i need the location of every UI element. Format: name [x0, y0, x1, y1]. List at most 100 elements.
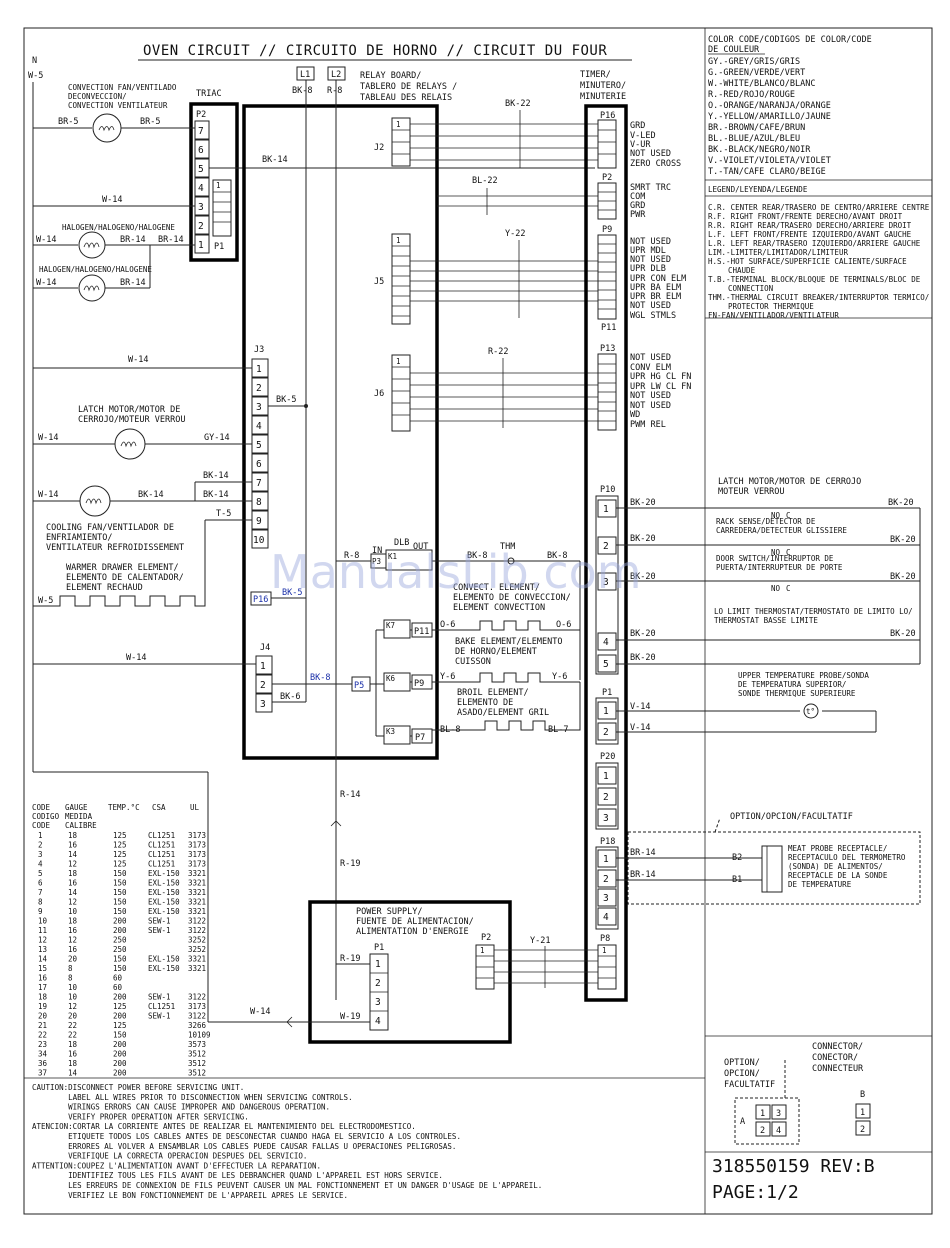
table-cell: 15	[38, 964, 47, 973]
pin-function-label: NOT USED	[630, 237, 671, 247]
temperature-probe-icon	[803, 703, 819, 719]
latch-switch-label: MOTEUR VERROU	[718, 487, 785, 497]
k3-label: K3	[386, 727, 395, 736]
table-subheader: CODIGO	[32, 812, 60, 821]
pin-function-label: WGL STMLS	[630, 311, 676, 321]
ps-p1-pin: 3	[375, 997, 381, 1008]
ps-p1-label: P1	[374, 943, 384, 953]
l1-terminal: L1	[300, 70, 310, 80]
table-cell: CL1251	[148, 850, 175, 859]
j5-label: J5	[374, 277, 384, 287]
color-code-title: COLOR CODE/CODIGOS DE COLOR/CODE	[708, 35, 872, 45]
table-cell: 150	[113, 1031, 127, 1040]
color-code-item: BR.-BROWN/CAFE/BRUN	[708, 123, 805, 133]
bake-element-icon	[432, 672, 580, 683]
table-header: CSA	[152, 803, 166, 812]
j4-pin: 1	[260, 661, 266, 672]
triac-p1-pin: 1	[216, 181, 221, 190]
caution-line: ATENCION:CORTAR LA CORRIENTE ANTES DE RE…	[32, 1122, 416, 1131]
convection-element-icon	[432, 620, 580, 631]
wire-label: BR-14	[630, 848, 656, 858]
triac-module	[189, 102, 239, 262]
table-cell: 250	[113, 945, 127, 954]
legend-item: PROTECTOR THERMIQUE	[728, 302, 814, 311]
color-code-item: G.-GREEN/VERDE/VERT	[708, 68, 805, 78]
table-cell: 22	[68, 1031, 77, 1040]
pin-function-label: GRD	[630, 201, 645, 211]
wire-label: BL-7	[548, 725, 568, 735]
rack-sense-label: RACK SENSE/DETECTOR DE	[716, 517, 816, 526]
wire-label: R-19	[340, 859, 360, 869]
wire-label: W-14	[102, 195, 122, 205]
pin-function-label: NOT USED	[630, 391, 671, 401]
table-cell: 10	[38, 917, 48, 926]
wire-label: BK-22	[505, 99, 531, 109]
table-cell: 3173	[188, 841, 206, 850]
legend-item: T.B.-TERMINAL BLOCK/BLOQUE DE TERMINALS/…	[708, 275, 921, 284]
table-cell: CL1251	[148, 860, 175, 869]
cooling-fan-label: VENTILATEUR REFROIDISSEMENT	[46, 543, 184, 553]
wire-label: BR-5	[140, 117, 160, 127]
color-code-item: O.-ORANGE/NARANJA/ORANGE	[708, 101, 831, 111]
pin-function-label: CONV ELM	[630, 363, 671, 373]
p3-label: P3	[372, 557, 381, 566]
table-cell: 3321	[188, 898, 206, 907]
table-cell: 21	[38, 1021, 47, 1030]
halogen-lamp-icon	[78, 274, 106, 302]
caution-line: VERIFIQUE LA CORRECTA OPERACION DESPUES …	[32, 1152, 307, 1161]
dlb-relay	[385, 549, 433, 571]
p18-pin: 1	[603, 854, 609, 865]
table-cell: 125	[113, 850, 127, 859]
j3-pin: 2	[256, 383, 262, 394]
table-cell: 18	[68, 1059, 78, 1068]
table-cell: 200	[113, 1050, 127, 1059]
table-cell: EXL-150	[148, 888, 180, 897]
table-cell: EXL-150	[148, 907, 180, 916]
page-title: OVEN CIRCUIT // CIRCUITO DE HORNO // CIR…	[143, 43, 607, 59]
wire-label: R-8	[327, 86, 342, 96]
meat-probe-label: (SONDA) DE ALIMENTOS/	[788, 862, 883, 871]
warmer-label: ELEMENT RECHAUD	[66, 583, 143, 593]
caution-line: CAUTION:DISCONNECT POWER BEFORE SERVICIN…	[32, 1083, 244, 1092]
wire-label: Y-6	[552, 672, 567, 682]
switch-no-label: NO	[771, 548, 781, 557]
p18-pin: 2	[603, 874, 609, 885]
table-cell: 8	[68, 974, 73, 983]
table-cell: 150	[113, 907, 127, 916]
meat-probe-label: RECEPTACULO DEL TERMOMETRO	[788, 853, 906, 862]
j3-pin: 8	[256, 497, 262, 508]
table-cell: 16	[38, 974, 48, 983]
pin-function-label: UPR LW CL FN	[630, 382, 691, 392]
wire-label: V-14	[630, 702, 650, 712]
pin-function-label: PWR	[630, 210, 646, 220]
latch-motor-label: CERROJO/MOTEUR VERROU	[78, 415, 185, 425]
table-cell: 16	[68, 1050, 78, 1059]
p1-pin: 1	[603, 706, 609, 717]
table-cell: 6	[38, 879, 43, 888]
wire-label: BK-20	[630, 534, 656, 544]
watermark-text: ManualsLib.com	[270, 545, 642, 599]
wire-label: BR-14	[158, 235, 184, 245]
page-border	[23, 27, 933, 1215]
wire-label: BK-14	[138, 490, 164, 500]
table-cell: 12	[68, 1002, 77, 1011]
j3-pin: 10	[253, 535, 265, 546]
p10-pin: 5	[603, 659, 609, 670]
color-code-item: GY.-GREY/GRIS/GRIS	[708, 57, 800, 67]
p20-pin: 2	[603, 792, 609, 803]
broil-element-icon	[432, 682, 581, 731]
table-header: GAUGE	[65, 803, 88, 812]
j3-pin: 9	[256, 516, 262, 527]
table-cell: 10	[68, 907, 78, 916]
conv-element-label: ELEMENT CONVECTION	[453, 603, 545, 613]
triac-pin: 1	[198, 240, 204, 251]
timer-label: MINUTERIE	[580, 92, 626, 102]
timer-label: MINUTERO/	[580, 81, 626, 91]
pin-function-label: GRD	[630, 121, 645, 131]
table-cell: 2	[38, 841, 43, 850]
p11-label: P11	[414, 627, 429, 637]
table-cell: 37	[38, 1069, 47, 1078]
pin-function-label: PWM REL	[630, 420, 666, 430]
color-code-block: COLOR CODE/CODIGOS DE COLOR/CODE DE COUL…	[705, 35, 932, 181]
